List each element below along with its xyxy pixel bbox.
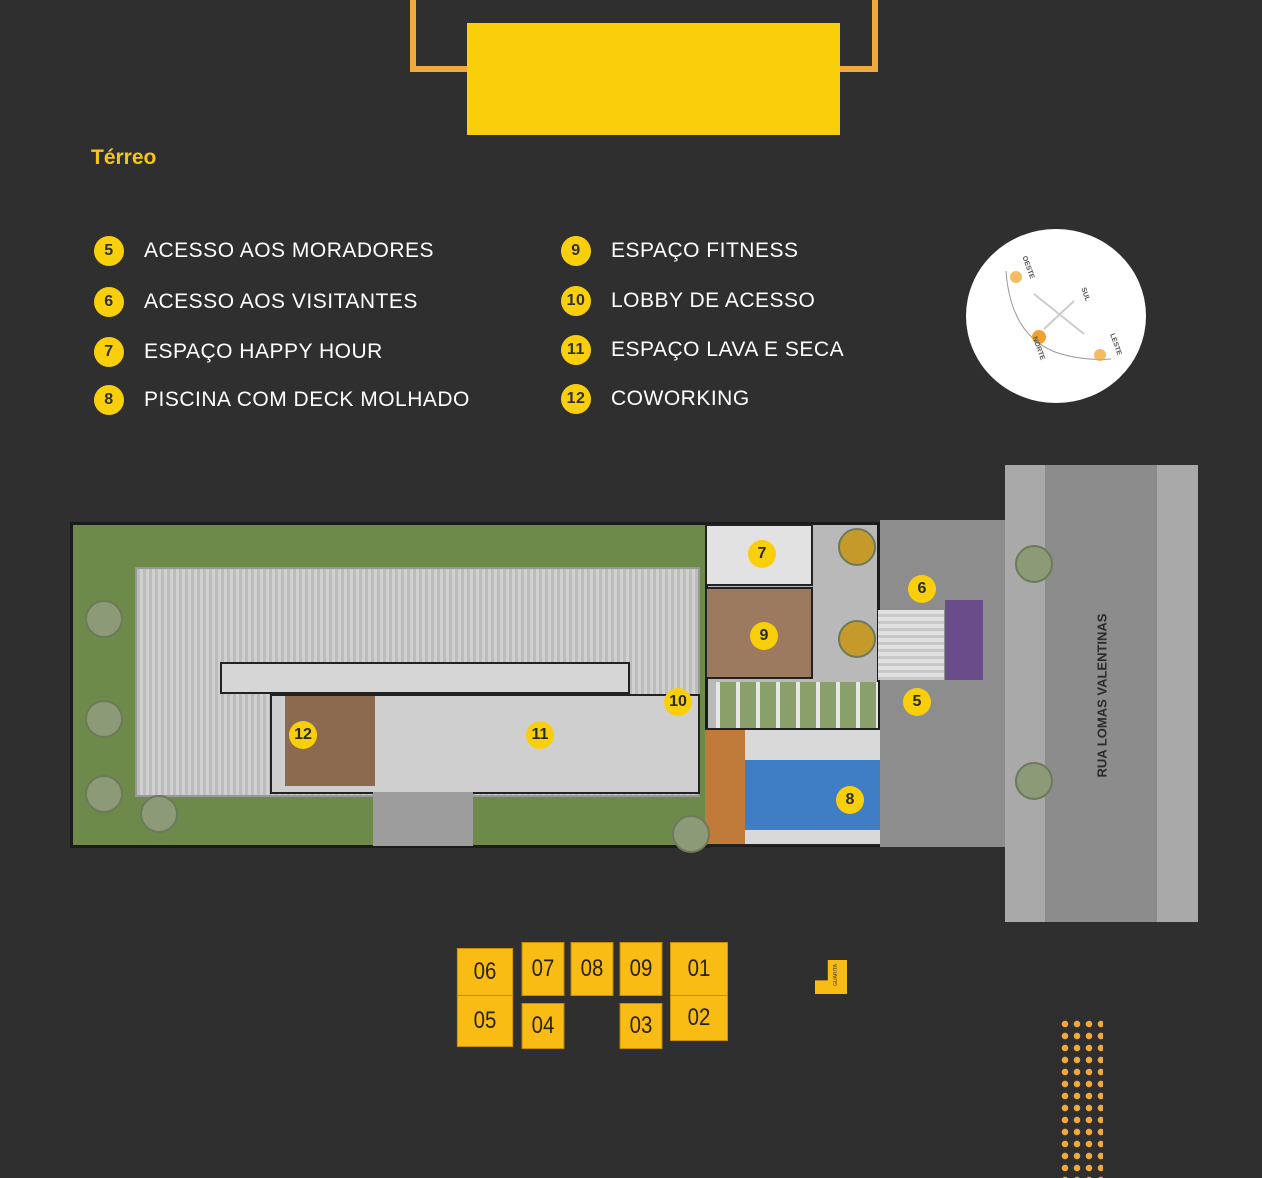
marker-lobby: 10	[664, 688, 692, 716]
unit-07: 07	[521, 942, 565, 996]
legend-item: 11 ESPAÇO LAVA E SECA	[561, 335, 844, 365]
legend-item: 6 ACESSO AOS VISITANTES	[94, 287, 418, 317]
legend-number: 8	[94, 385, 124, 415]
legend-label: PISCINA COM DECK MOLHADO	[144, 388, 470, 411]
garden-bed	[945, 600, 983, 680]
unit-05: 05	[456, 995, 514, 1047]
unit-03: 03	[619, 1003, 663, 1049]
header-bar	[467, 23, 840, 135]
legend-label: ESPAÇO LAVA E SECA	[611, 338, 845, 361]
legend-number: 12	[561, 384, 591, 414]
unit-01: 01	[670, 942, 728, 996]
page-title: Térreo	[91, 146, 157, 169]
legend-number: 10	[561, 286, 591, 316]
legend-item: 7 ESPAÇO HAPPY HOUR	[94, 337, 383, 367]
stairs	[878, 610, 944, 680]
legend-item: 9 ESPAÇO FITNESS	[561, 236, 798, 266]
unit-02: 02	[670, 995, 728, 1041]
tree-icon	[838, 620, 876, 658]
unit-04: 04	[521, 1003, 565, 1049]
guarita-label: GUARITA	[832, 964, 839, 986]
corridor	[220, 662, 630, 694]
legend-number: 9	[561, 236, 591, 266]
pergola	[716, 682, 878, 728]
road	[1045, 465, 1157, 922]
legend-item: 8 PISCINA COM DECK MOLHADO	[94, 385, 470, 415]
legend-label: ACESSO AOS MORADORES	[144, 239, 435, 262]
unit-06: 06	[456, 948, 514, 996]
sun-path-icon	[1005, 270, 1112, 361]
tree-icon	[1015, 545, 1053, 583]
marker-pool: 8	[836, 786, 864, 814]
legend-item: 10 LOBBY DE ACESSO	[561, 286, 815, 316]
tree-icon	[838, 528, 876, 566]
tree-icon	[1015, 762, 1053, 800]
tree-icon	[85, 775, 123, 813]
unit-08: 08	[570, 942, 614, 996]
tree-icon	[140, 795, 178, 833]
unit-09: 09	[619, 942, 663, 996]
legend-label: ESPAÇO FITNESS	[611, 239, 799, 262]
compass-rose: OESTE SUL NORTE LESTE	[966, 229, 1146, 403]
dot-pattern	[1059, 1018, 1103, 1178]
legend-label: COWORKING	[611, 387, 750, 410]
happy-hour-room	[705, 524, 813, 586]
tree-icon	[85, 700, 123, 738]
marker-fitness: 9	[750, 622, 778, 650]
legend-number: 5	[94, 236, 124, 266]
legend-item: 12 COWORKING	[561, 384, 750, 414]
legend-label: ACESSO AOS VISITANTES	[144, 290, 418, 313]
legend-number: 11	[561, 335, 591, 365]
legend-number: 7	[94, 337, 124, 367]
marker-coworking: 12	[289, 721, 317, 749]
legend-number: 6	[94, 287, 124, 317]
driveway	[373, 792, 473, 846]
entrance-area	[880, 520, 1005, 847]
marker-resident-access: 5	[903, 688, 931, 716]
legend-item: 5 ACESSO AOS MORADORES	[94, 236, 434, 266]
tree-icon	[85, 600, 123, 638]
tree-icon	[672, 815, 710, 853]
marker-visitor-access: 6	[908, 575, 936, 603]
legend-label: ESPAÇO HAPPY HOUR	[144, 340, 383, 363]
wood-deck	[705, 730, 745, 844]
legend-label: LOBBY DE ACESSO	[611, 289, 816, 312]
street-name: RUA LOMAS VALENTINAS	[1094, 613, 1110, 778]
marker-happy-hour: 7	[748, 540, 776, 568]
marker-laundry: 11	[526, 721, 554, 749]
